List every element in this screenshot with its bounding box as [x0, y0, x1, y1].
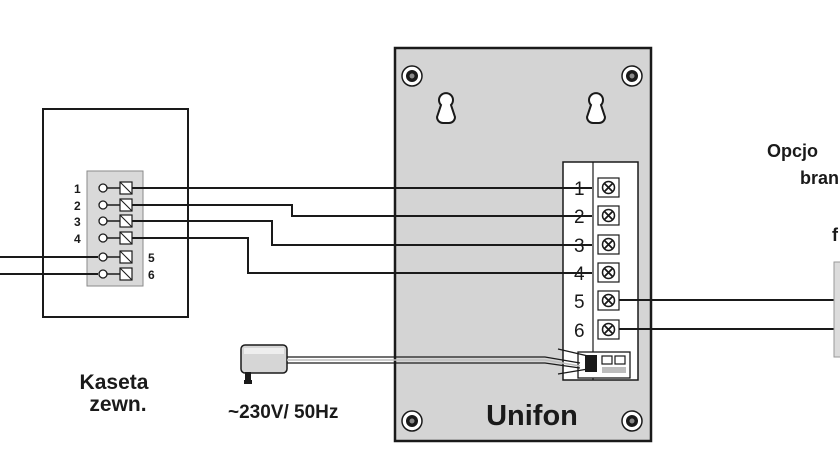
terminal-screw-icon	[597, 319, 620, 340]
unifon-terminal-label-5: 5	[574, 292, 585, 313]
kaseta-pin-label-6: 6	[148, 268, 155, 282]
wire-3	[132, 220, 592, 246]
power-socket-icon	[577, 351, 631, 379]
optional-device-box	[833, 261, 840, 358]
kaseta-panel: 1 2 3 4 5 6	[42, 108, 189, 416]
unifon-terminal-label-6: 6	[574, 321, 585, 342]
keyhole-mount-icon	[585, 92, 607, 124]
terminal-screw-icon	[597, 177, 620, 198]
unifon-terminal-label-2: 2	[574, 207, 585, 228]
screw-icon	[621, 65, 643, 87]
screw-icon	[621, 410, 643, 432]
kaseta-title-line2: zewn.	[89, 393, 146, 416]
screw-icon	[401, 410, 423, 432]
unifon-title: Unifon	[486, 400, 578, 432]
optional-label-line3: f	[832, 225, 839, 245]
unifon-terminal-label-1: 1	[574, 179, 585, 200]
terminal-screw-icon	[597, 262, 620, 283]
screw-icon	[401, 65, 423, 87]
terminal-screw-icon	[597, 234, 620, 255]
kaseta-pin-label-5: 5	[148, 251, 155, 265]
kaseta-pin-label-2: 2	[74, 199, 81, 213]
kaseta-connector-5	[98, 250, 133, 264]
keyhole-mount-icon	[435, 92, 457, 124]
kaseta-pin-label-1: 1	[74, 182, 81, 196]
power-label: ~230V/ 50Hz	[228, 402, 338, 423]
kaseta-connector-6	[98, 267, 133, 281]
optional-label-line2: bran	[800, 168, 839, 188]
unifon-terminal-label-4: 4	[574, 264, 585, 285]
kaseta-terminal-block	[86, 170, 144, 287]
optional-label-line1: Opcjo	[767, 141, 818, 161]
terminal-screw-icon	[597, 290, 620, 311]
kaseta-connector-3	[98, 214, 133, 228]
kaseta-connector-1	[98, 181, 133, 195]
power-cable	[287, 356, 581, 364]
unifon-terminal-label-3: 3	[574, 236, 585, 257]
kaseta-pin-label-3: 3	[74, 215, 81, 229]
plug-prong-icon	[245, 372, 251, 380]
optional-section: Opcjo bran f	[767, 141, 840, 358]
kaseta-pin-label-4: 4	[74, 232, 81, 246]
kaseta-title-line1: Kaseta	[80, 371, 149, 394]
wires	[0, 187, 840, 330]
wire-4	[132, 237, 592, 274]
wire-2	[132, 204, 592, 217]
terminal-screw-icon	[597, 205, 620, 226]
power-adapter: ~230V/ 50Hz	[228, 344, 589, 423]
